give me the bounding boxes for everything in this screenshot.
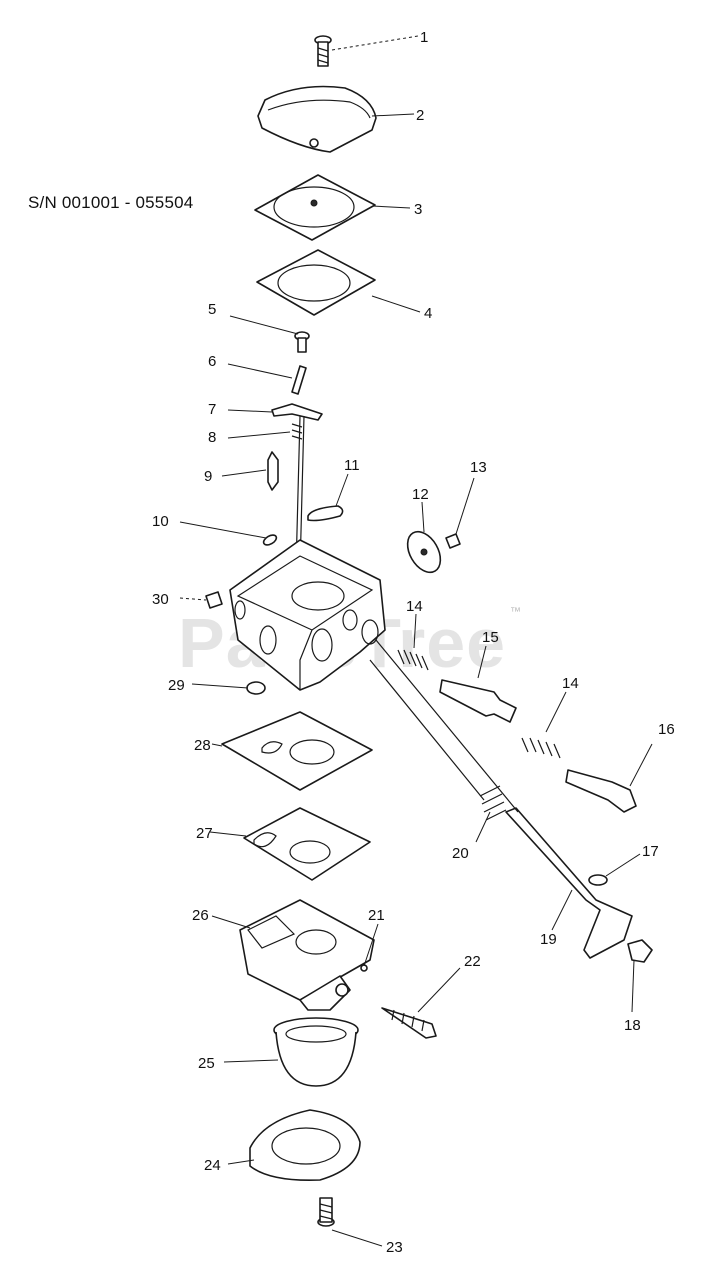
carburetor-body[interactable] xyxy=(229,539,386,691)
part-16-adjust-screw[interactable] xyxy=(565,769,637,813)
callout-14-lower: 14 xyxy=(562,675,579,692)
part-15-adjust-screw[interactable] xyxy=(439,679,517,723)
callout-18: 18 xyxy=(624,1017,641,1034)
callout-14-upper: 14 xyxy=(406,598,423,615)
part-4-gasket[interactable] xyxy=(256,249,376,316)
callout-8: 8 xyxy=(208,429,216,446)
callout-5: 5 xyxy=(208,301,216,318)
part-10-clip[interactable] xyxy=(262,533,278,547)
part-3-diaphragm[interactable] xyxy=(254,174,376,241)
callout-9: 9 xyxy=(204,468,212,485)
callout-28: 28 xyxy=(194,737,211,754)
callout-20: 20 xyxy=(452,845,469,862)
callout-16: 16 xyxy=(658,721,675,738)
alignment-line xyxy=(375,639,519,813)
part-8-spring[interactable] xyxy=(291,423,303,440)
part-24-retainer[interactable] xyxy=(249,1109,361,1182)
watermark-trademark: ™ xyxy=(510,606,521,618)
callout-27: 27 xyxy=(196,825,213,842)
callout-12: 12 xyxy=(412,486,429,503)
alignment-line xyxy=(369,659,485,801)
callout-22: 22 xyxy=(464,953,481,970)
part-27-pump-diaphragm[interactable] xyxy=(243,807,371,881)
part-20-spring[interactable] xyxy=(479,785,507,821)
part-26-pump-body[interactable] xyxy=(239,899,375,1011)
callout-4: 4 xyxy=(424,305,432,322)
part-2-cover[interactable] xyxy=(257,85,377,153)
part-12-disc[interactable] xyxy=(401,526,447,578)
part-14-spring-upper[interactable] xyxy=(397,649,429,671)
callout-21: 21 xyxy=(368,907,385,924)
callout-25: 25 xyxy=(198,1055,215,1072)
part-13-screw[interactable] xyxy=(445,533,461,549)
part-19-throttle-shaft[interactable] xyxy=(505,807,633,959)
callout-11: 11 xyxy=(344,457,360,474)
part-11-pin[interactable] xyxy=(307,505,344,522)
part-7-lever[interactable] xyxy=(271,403,323,421)
callout-2: 2 xyxy=(416,107,424,124)
part-9-needle[interactable] xyxy=(267,451,279,491)
leader-lines xyxy=(179,35,653,1247)
part-1-screw[interactable] xyxy=(314,35,332,67)
part-30-plug[interactable] xyxy=(205,591,223,609)
part-29-cap[interactable] xyxy=(246,681,266,695)
callout-3: 3 xyxy=(414,201,422,218)
part-28-gasket[interactable] xyxy=(221,711,373,791)
callout-6: 6 xyxy=(208,353,216,370)
part-22-screw[interactable] xyxy=(381,1007,437,1039)
part-17-clip[interactable] xyxy=(588,874,608,886)
callout-19: 19 xyxy=(540,931,557,948)
part-14-spring-lower[interactable] xyxy=(521,737,561,759)
callout-15: 15 xyxy=(482,629,499,646)
part-5-screw[interactable] xyxy=(294,331,310,353)
part-18-nut[interactable] xyxy=(627,939,653,963)
callout-10: 10 xyxy=(152,513,169,530)
callout-24: 24 xyxy=(204,1157,221,1174)
callout-30: 30 xyxy=(152,591,169,608)
callout-13: 13 xyxy=(470,459,487,476)
callout-7: 7 xyxy=(208,401,216,418)
callout-26: 26 xyxy=(192,907,209,924)
part-6-pin[interactable] xyxy=(291,365,307,395)
serial-number-range: S/N 001001 - 055504 xyxy=(28,193,194,212)
callout-17: 17 xyxy=(642,843,659,860)
part-23-screw[interactable] xyxy=(317,1197,335,1227)
callout-29: 29 xyxy=(168,677,185,694)
part-25-primer-bulb[interactable] xyxy=(273,1017,359,1087)
callout-23: 23 xyxy=(386,1239,403,1256)
callout-1: 1 xyxy=(420,29,428,46)
callout-labels: 1 2 3 4 5 6 7 8 9 11 10 12 13 14 15 14 1… xyxy=(152,29,675,1256)
